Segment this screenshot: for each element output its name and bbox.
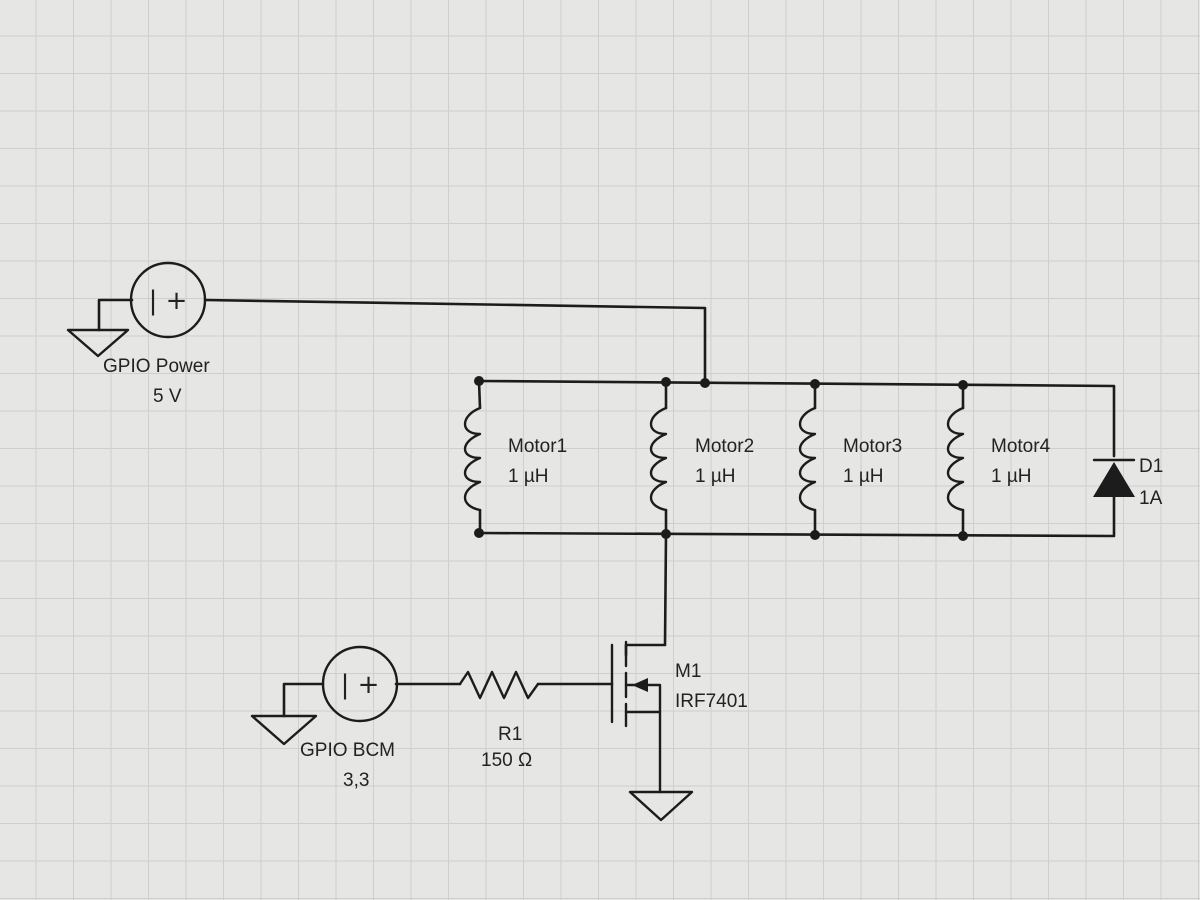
motor4-name: Motor4 [991, 436, 1051, 457]
junction-dot [661, 377, 671, 387]
motor3-coil[interactable] [798, 382, 817, 537]
source-polarity-glyph: | + [149, 286, 188, 316]
source-polarity-glyph: | + [341, 670, 380, 700]
power-wire[interactable] [203, 298, 707, 385]
junction-dot [474, 376, 484, 386]
motor2-name: Motor2 [695, 436, 754, 457]
motor4-coil[interactable] [946, 383, 965, 538]
ground-bcm-source[interactable] [250, 682, 325, 746]
bottom-rail[interactable] [477, 495, 1116, 538]
motor3-name: Motor3 [843, 436, 902, 457]
junction-dot [810, 530, 820, 540]
top-rail[interactable] [477, 379, 1116, 458]
ground-mosfet[interactable] [628, 790, 694, 822]
motor1-coil[interactable] [463, 379, 482, 535]
junction-dot [958, 380, 968, 390]
motor1-value: 1 µH [508, 466, 549, 487]
ground-power-source[interactable] [66, 298, 134, 358]
mosfet-name: M1 [675, 661, 701, 682]
diode-d1[interactable] [1092, 458, 1136, 497]
motor3-value: 1 µH [843, 466, 884, 487]
diode-name: D1 [1139, 456, 1163, 477]
voltage-source-power[interactable]: | + [129, 261, 207, 339]
junction-dot [810, 379, 820, 389]
power-source-value: 5 V [153, 386, 182, 407]
motor4-value: 1 µH [991, 466, 1032, 487]
bcm-source-value: 3,3 [343, 770, 369, 791]
junction-dot [474, 528, 484, 538]
resistor-value: 150 Ω [481, 750, 532, 771]
voltage-source-bcm[interactable]: | + [321, 645, 399, 723]
junction-dot [958, 531, 968, 541]
bcm-source-name: GPIO BCM [300, 740, 395, 761]
motor2-coil[interactable] [649, 380, 668, 536]
mosfet-value: IRF7401 [675, 691, 748, 712]
resistor-r1[interactable] [394, 670, 614, 700]
junction-dot [700, 378, 710, 388]
power-source-name: GPIO Power [103, 356, 210, 377]
resistor-name: R1 [498, 724, 522, 745]
mosfet-m1[interactable] [610, 532, 668, 794]
motor1-name: Motor1 [508, 436, 567, 457]
motor2-value: 1 µH [695, 466, 736, 487]
diode-value: 1A [1139, 488, 1163, 509]
